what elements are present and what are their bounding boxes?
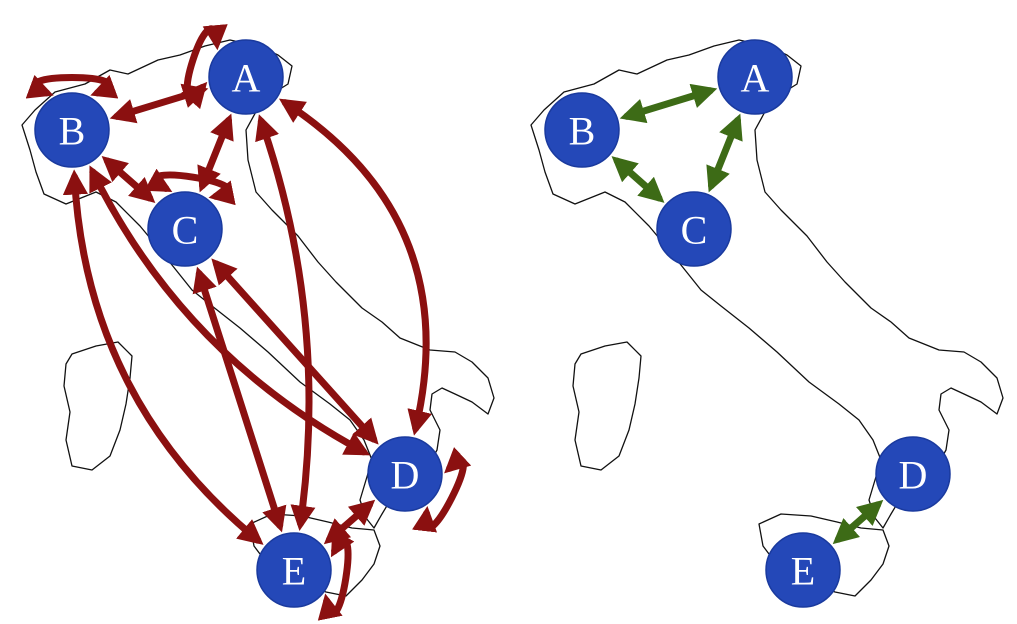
edge-A-B bbox=[619, 83, 718, 124]
right-panel: A B C D E bbox=[530, 39, 1004, 608]
node-E: E bbox=[765, 532, 841, 608]
node-E-label: E bbox=[791, 549, 815, 594]
node-B-circle bbox=[34, 92, 110, 168]
node-A-label: A bbox=[232, 56, 261, 101]
node-C: C bbox=[147, 191, 223, 267]
node-E-label: E bbox=[282, 549, 306, 594]
nodes-left: A B C D E bbox=[34, 39, 443, 608]
self-loop-B bbox=[25, 74, 119, 99]
edge-B-C bbox=[611, 156, 665, 203]
self-loop-E bbox=[317, 529, 355, 621]
node-B-label: B bbox=[59, 109, 86, 154]
edge-B-D bbox=[89, 165, 371, 456]
nodes-right: A B C D E bbox=[544, 39, 951, 608]
node-C-circle bbox=[147, 191, 223, 267]
edges-right bbox=[611, 83, 884, 545]
node-D-circle bbox=[875, 436, 951, 512]
self-loop-C bbox=[144, 168, 236, 206]
node-B: B bbox=[34, 92, 110, 168]
node-D-circle bbox=[367, 436, 443, 512]
self-loop-A bbox=[181, 24, 228, 110]
node-C-label: C bbox=[172, 208, 199, 253]
node-C: C bbox=[656, 191, 732, 267]
edge-B-C bbox=[101, 155, 156, 204]
node-B-circle bbox=[544, 92, 620, 168]
node-C-label: C bbox=[681, 208, 708, 253]
node-D: D bbox=[367, 436, 443, 512]
node-D-label: D bbox=[899, 453, 928, 498]
edge-D-E bbox=[832, 499, 884, 545]
edge-D-E bbox=[323, 499, 376, 545]
node-B: B bbox=[544, 92, 620, 168]
node-C-circle bbox=[656, 191, 732, 267]
edge-A-D bbox=[279, 98, 432, 436]
node-D-label: D bbox=[391, 453, 420, 498]
node-B-label: B bbox=[569, 109, 596, 154]
node-A-circle bbox=[208, 39, 284, 115]
edge-C-E bbox=[192, 266, 287, 533]
node-A-circle bbox=[717, 39, 793, 115]
edge-A-C bbox=[706, 113, 743, 193]
edges-left bbox=[25, 24, 472, 621]
node-A: A bbox=[717, 39, 793, 115]
left-panel: A B C D E bbox=[21, 24, 495, 621]
edge-A-C bbox=[197, 113, 234, 193]
node-A: A bbox=[208, 39, 284, 115]
node-E: E bbox=[256, 532, 332, 608]
node-E-circle bbox=[765, 532, 841, 608]
node-D: D bbox=[875, 436, 951, 512]
node-A-label: A bbox=[741, 56, 770, 101]
node-E-circle bbox=[256, 532, 332, 608]
self-loop-D bbox=[412, 447, 472, 533]
